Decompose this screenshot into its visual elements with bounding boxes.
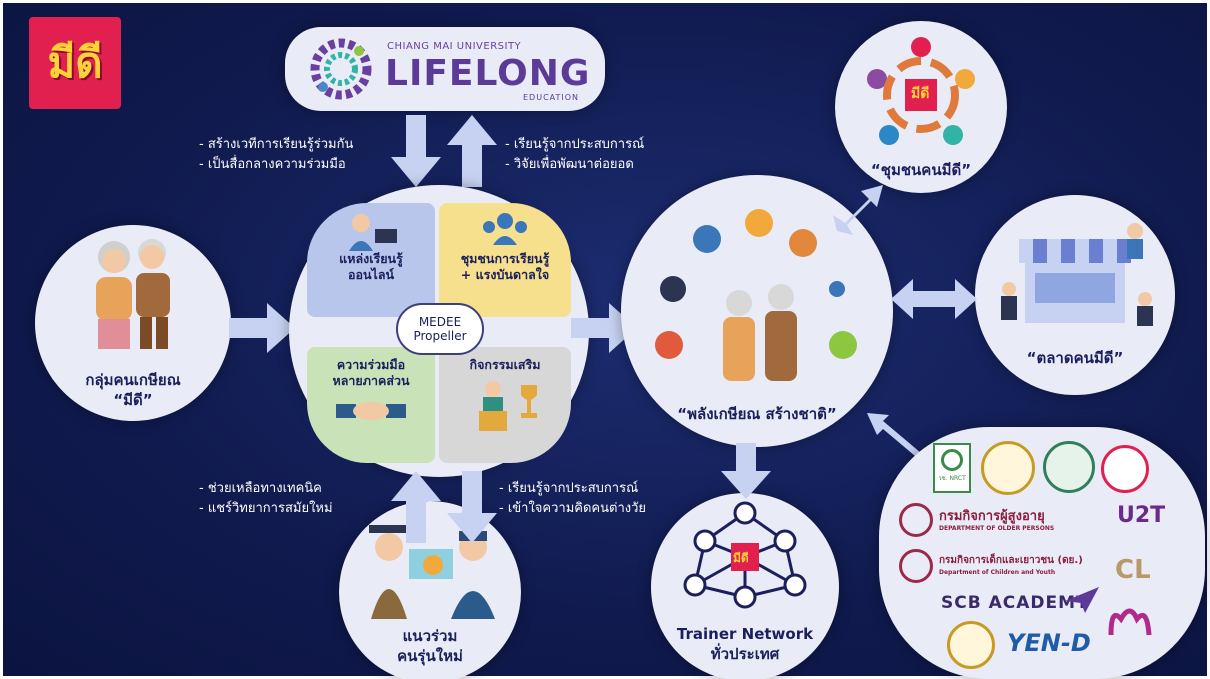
national-power-node: “พลังเกษียณ สร้างชาติ” xyxy=(621,175,893,447)
note-bottom-right-2: - เข้าใจความคิดคนต่างวัย xyxy=(499,501,647,517)
lifelong-education-node: CHIANG MAI UNIVERSITY LIFELONG EDUCATION xyxy=(285,27,605,111)
note-top-left: - สร้างเวทีการเรียนรู้ร่วมกัน - เป็นสื่อ… xyxy=(199,135,353,175)
down-arrow-youth xyxy=(447,471,497,543)
note-top-right-2: - วิจัยเพื่อพัฒนาต่อยอด xyxy=(505,157,634,173)
trainer-line2: ทั่วประเทศ xyxy=(710,644,780,663)
scb-arrow-icon xyxy=(1065,587,1099,613)
arrow-national-market xyxy=(891,279,977,319)
note-top-right: - เรียนรู้จากประสบการณ์ - วิจัยเพื่อพัฒน… xyxy=(505,135,644,175)
lifelong-subtitle: EDUCATION xyxy=(523,93,580,102)
up-arrow-lifelong xyxy=(447,115,497,187)
market-node: “ตลาดคนมีดี” xyxy=(975,195,1175,395)
online-learner-icon xyxy=(349,214,397,251)
note-top-right-1: - เรียนรู้จากประสบการณ์ xyxy=(505,137,645,152)
yen-d-logo: YEN-D xyxy=(1007,629,1091,657)
quadrant-collab-line2: หลายภาคส่วน xyxy=(332,372,410,388)
dcy-emblem-icon xyxy=(899,549,933,583)
partner-flower-icon xyxy=(1107,599,1153,639)
partner-seal-4-icon xyxy=(947,621,995,669)
dcy-th: กรมกิจการเด็กและเยาวชน (ดย.) xyxy=(939,555,1083,566)
market-label: “ตลาดคนมีดี” xyxy=(1026,349,1124,367)
quadrant-online-line1: แหล่งเรียนรู้ xyxy=(339,251,403,266)
lifelong-university: CHIANG MAI UNIVERSITY xyxy=(387,41,522,52)
note-bottom-left-2: - แชร์วิทยาการสมัยใหม่ xyxy=(199,501,333,517)
down-arrow-lifelong xyxy=(391,115,441,187)
community-badge: มีดี xyxy=(911,86,930,102)
dop-en: DEPARTMENT OF OLDER PERSONS xyxy=(939,525,1055,532)
youth-line1: แนวร่วม xyxy=(402,627,458,645)
quadrant-collaboration: ความร่วมมือ หลายภาคส่วน xyxy=(307,347,435,463)
quadrant-extra-activities: กิจกรรมเสริม xyxy=(439,347,571,463)
note-top-left-2: - เป็นสื่อกลางความร่วมมือ xyxy=(199,157,346,173)
arrow-national-to-trainer xyxy=(721,443,771,499)
network-graph-icon xyxy=(683,501,807,609)
lifelong-title: LIFELONG xyxy=(385,53,591,94)
elders-group-line2: “มีดี” xyxy=(113,390,153,409)
lifelong-logo-icon xyxy=(310,38,372,100)
storefront-icon xyxy=(1001,223,1153,326)
cl-logo: CL xyxy=(1115,555,1151,585)
quadrant-extra-line1: กิจกรรมเสริม xyxy=(469,357,541,372)
quadrant-learning-community: ชุมชนการเรียนรู้ + แรงบันดาลใจ xyxy=(439,203,571,317)
community-people-icon xyxy=(867,37,975,145)
trainer-network-node: มีดี Trainer Network ทั่วประเทศ xyxy=(651,493,839,679)
arrow-national-community xyxy=(833,185,883,235)
nrct-emblem-icon xyxy=(941,449,963,471)
youth-line2: คนรุ่นใหม่ xyxy=(397,646,463,665)
arrow-elders-to-propeller xyxy=(229,303,295,353)
partner-seal-2-icon xyxy=(1043,441,1095,493)
trainer-line1: Trainer Network xyxy=(676,625,814,643)
community-label: “ชุมชนคนมีดี” xyxy=(870,161,972,179)
quadrant-online-line2: ออนไลน์ xyxy=(347,266,395,282)
elders-group-node: กลุ่มคนเกษียณ “มีดี” xyxy=(35,225,231,421)
note-bottom-left-1: - ช่วยเหลือทางเทคนิค xyxy=(199,481,322,496)
youth-label: แนวร่วม คนรุ่นใหม่ xyxy=(339,627,521,666)
propeller-center-line1: MEDEE xyxy=(418,315,462,329)
note-top-left-1: - สร้างเวทีการเรียนรู้ร่วมกัน xyxy=(199,137,354,152)
dcy-en: Department of Children and Youth xyxy=(939,569,1056,576)
speaker-trophy-icon xyxy=(479,380,537,431)
quadrant-community-line2: + แรงบันดาลใจ xyxy=(460,266,550,282)
trainer-label: Trainer Network ทั่วประเทศ xyxy=(651,625,839,664)
note-bottom-right-1: - เรียนรู้จากประสบการณ์ xyxy=(499,481,639,496)
quadrant-collab-line1: ความร่วมมือ xyxy=(336,357,406,372)
trainer-badge: มีดี xyxy=(733,551,749,565)
note-bottom-left: - ช่วยเหลือทางเทคนิค - แชร์วิทยาการสมัยใ… xyxy=(199,479,333,519)
national-power-label: “พลังเกษียณ สร้างชาติ” xyxy=(677,405,837,423)
scb-academy-logo: SCB ACADEMY xyxy=(941,593,1090,613)
elders-group-line1: กลุ่มคนเกษียณ xyxy=(85,371,181,389)
quadrant-online-learning: แหล่งเรียนรู้ ออนไลน์ xyxy=(307,203,435,317)
propeller-center-line2: Propeller xyxy=(413,329,467,343)
handshake-icon xyxy=(336,402,406,421)
flower-logo-icon xyxy=(1108,608,1152,636)
nrct-text: วช. NRCT xyxy=(938,475,966,482)
arrow-propeller-to-national xyxy=(571,303,637,353)
quadrant-community-line1: ชุมชนการเรียนรู้ xyxy=(460,251,550,266)
elderly-network-icon xyxy=(655,209,857,381)
logo-text: มีดี xyxy=(47,38,103,87)
medee-propeller-hub: MEDEE Propeller xyxy=(396,303,484,355)
dop-th: กรมกิจการผู้สูงอายุ xyxy=(939,509,1045,524)
elders-group-label: กลุ่มคนเกษียณ “มีดี” xyxy=(35,371,231,410)
medee-logo: มีดี xyxy=(29,17,121,109)
u2t-logo: U2T xyxy=(1117,503,1166,528)
community-node: มีดี “ชุมชนคนมีดี” xyxy=(835,21,1007,193)
elderly-couple-icon xyxy=(96,239,170,349)
note-bottom-right: - เรียนรู้จากประสบการณ์ - เข้าใจความคิดค… xyxy=(499,479,646,519)
dop-emblem-icon xyxy=(899,503,933,537)
people-group-icon xyxy=(483,213,527,245)
graduate-worker-icon xyxy=(369,525,495,619)
nrct-logo: วช. NRCT xyxy=(933,443,971,493)
partner-seal-1-icon xyxy=(981,441,1035,495)
partner-seal-3-icon xyxy=(1101,445,1149,493)
youth-node: แนวร่วม คนรุ่นใหม่ xyxy=(339,501,521,679)
up-arrow-youth xyxy=(391,471,441,543)
